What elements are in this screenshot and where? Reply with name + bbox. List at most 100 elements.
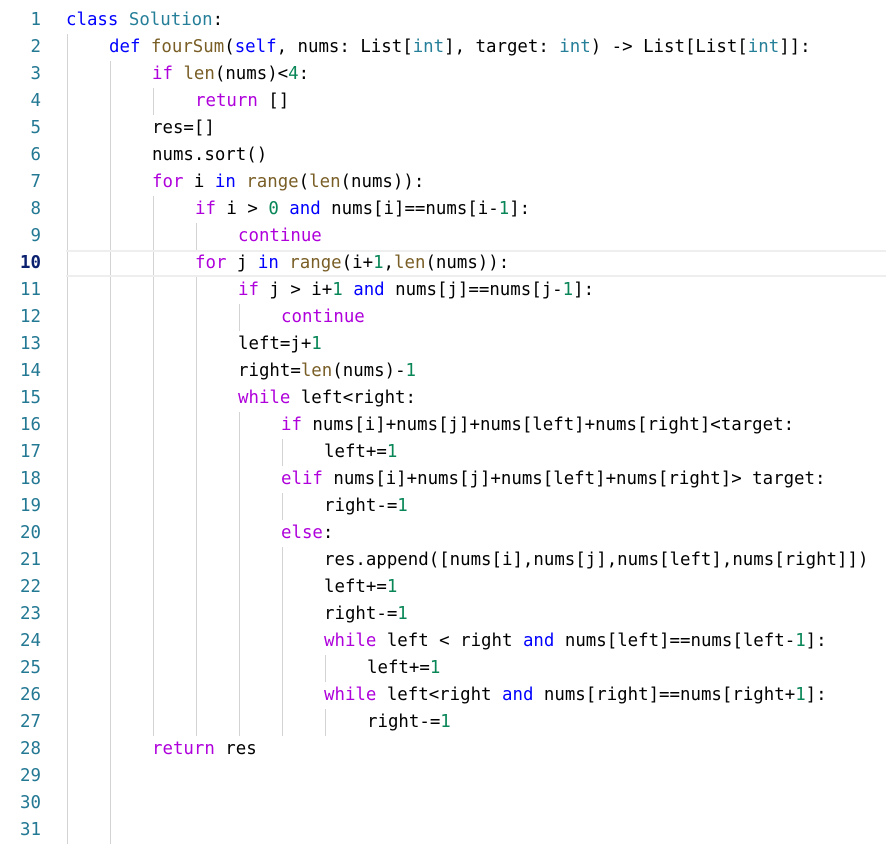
code-token: 1 [795,685,806,705]
line-number: 5 [30,118,41,138]
code-text: res.append([nums[i],nums[j],nums[left],n… [324,547,868,574]
line-number: 13 [20,334,41,354]
code-token: def [109,37,141,57]
indent-guide [110,61,111,844]
code-text: left=j+1 [238,331,322,358]
indent-guide [67,34,68,844]
code-text: for j in range(i+1,len(nums)): [195,250,509,277]
code-token [279,253,289,273]
code-token: if [152,64,173,84]
code-text: if len(nums)<4: [152,61,309,88]
code-token: right-= [367,712,441,732]
code-line[interactable]: 29 [0,763,886,790]
code-token: int [412,37,445,57]
code-token: continue [281,307,365,327]
code-token: res [214,739,257,759]
current-line-highlight [66,250,886,277]
code-token: 1 [795,631,806,651]
code-line[interactable]: 28 return res [0,736,886,763]
code-text: if nums[i]+nums[j]+nums[left]+nums[right… [281,412,794,439]
line-number: 11 [20,280,41,300]
code-token: ( [224,37,235,57]
line-number: 4 [30,91,41,111]
code-token: 1 [562,280,574,300]
code-token: len [394,253,426,273]
indent-guide [239,304,240,331]
code-token: and [353,280,385,300]
line-number: 24 [20,631,41,651]
code-text: right-=1 [324,601,408,628]
code-token: left<right: [290,388,416,408]
code-line[interactable]: 4 return [] [0,88,886,115]
code-token [343,280,353,300]
code-token: nums.sort() [152,145,268,165]
indent-guide [196,223,197,250]
code-token: : [322,523,334,543]
code-text: while left < right and nums[left]==nums[… [324,628,827,655]
code-token: ]: [509,199,531,219]
code-token [173,64,183,84]
code-line[interactable]: 13 left=j+1 [0,331,886,358]
code-line[interactable]: 24 while left < right and nums[left]==num… [0,628,886,655]
code-token: elif [281,469,323,489]
code-token: (nums)): [340,172,425,192]
code-token [140,37,150,57]
code-text: left+=1 [324,574,397,601]
code-token: in [214,172,236,192]
code-line[interactable]: 30 [0,790,886,817]
line-number: 15 [20,388,41,408]
code-token: left+= [324,577,387,597]
code-token: class [66,10,119,30]
code-token: for [152,172,184,192]
code-token: right-= [324,496,398,516]
code-text: else: [281,520,333,547]
code-token [236,172,246,192]
code-line[interactable]: 16 if nums[i]+nums[j]+nums[left]+nums[rig… [0,412,886,439]
code-token: int [559,37,591,57]
code-text: return [] [195,88,289,115]
code-token: return [152,739,215,759]
code-text: left+=1 [367,655,440,682]
code-line[interactable]: 31 [0,817,886,844]
line-number: 28 [20,739,41,759]
code-token: : [212,10,224,30]
code-token: left+= [324,442,387,462]
code-token: continue [238,226,322,246]
code-token: while [324,685,377,705]
code-token: nums[i]+nums[j]+nums[left]+nums[right]<t… [301,415,795,435]
code-text: left+=1 [324,439,397,466]
line-number: 31 [20,820,41,840]
code-line[interactable]: 23 right-=1 [0,601,886,628]
code-token: return [195,91,258,111]
code-token: and [502,685,534,705]
code-token: nums[j]==nums[j- [384,280,563,300]
code-text: return res [152,736,257,763]
line-number: 23 [20,604,41,624]
line-number: 16 [20,415,41,435]
code-token: range [246,172,299,192]
code-token: i [183,172,215,192]
